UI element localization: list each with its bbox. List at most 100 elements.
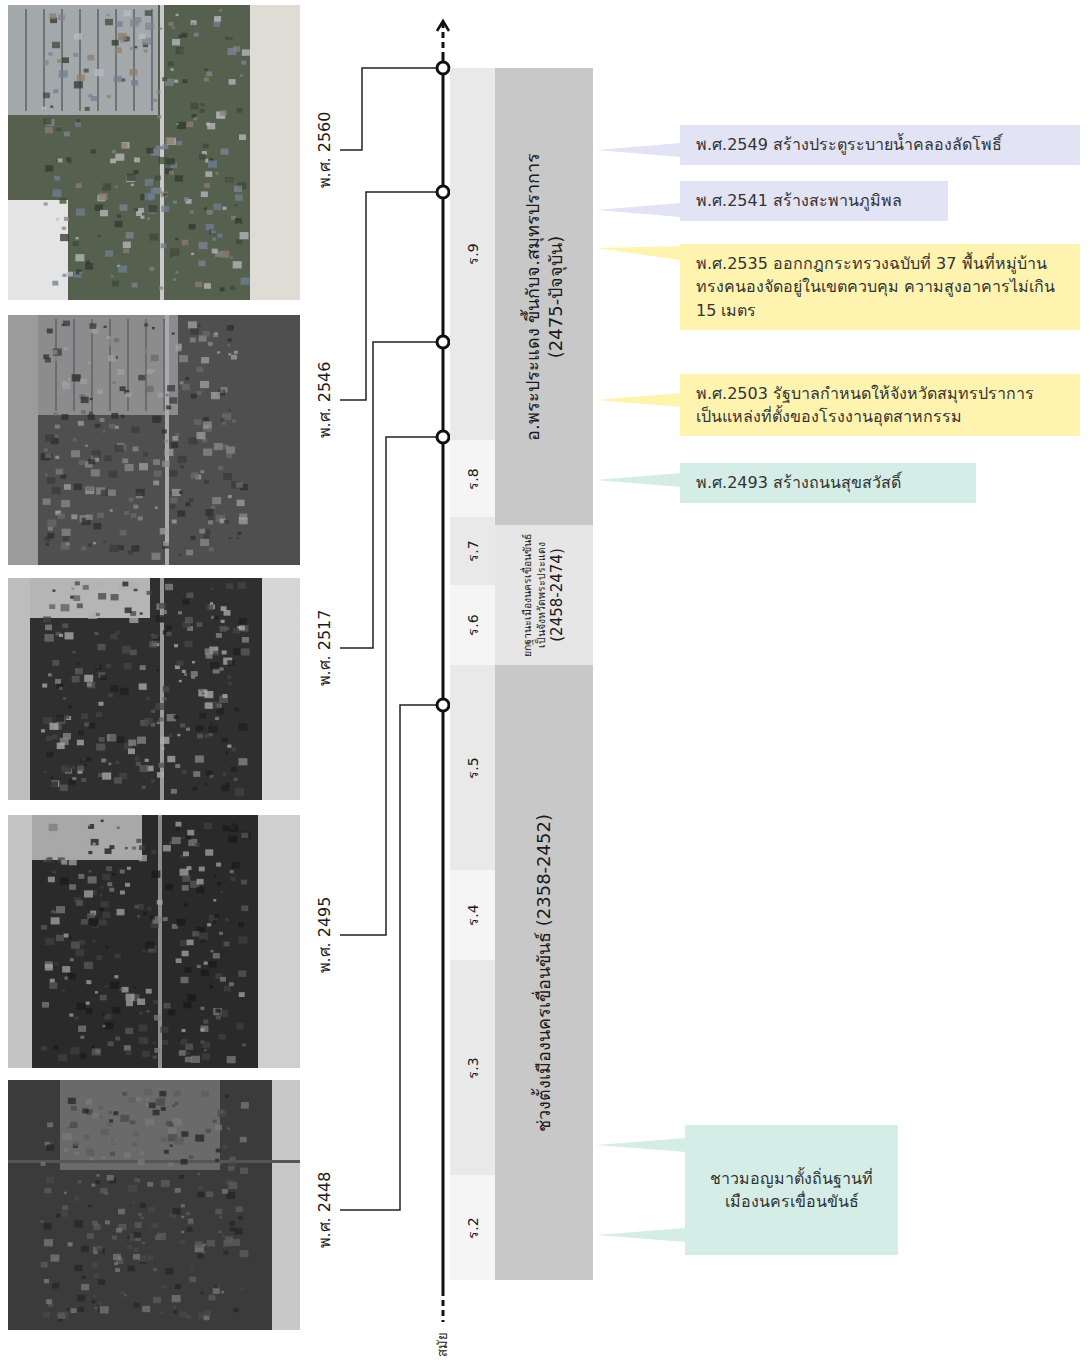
photo-texture	[59, 70, 68, 77]
photo-texture	[76, 669, 79, 671]
photo-texture	[63, 733, 71, 739]
photo-texture	[110, 634, 117, 640]
photo-texture	[172, 520, 177, 524]
photo-texture	[192, 787, 197, 791]
photo-texture	[62, 57, 69, 63]
photo-texture	[152, 416, 161, 423]
photo-texture	[161, 192, 168, 198]
photo-area	[38, 315, 178, 415]
photo-texture	[153, 1042, 156, 1044]
photo-texture	[67, 272, 73, 277]
photo-texture	[191, 1056, 200, 1063]
photo-texture	[231, 767, 237, 772]
photo-texture	[52, 1283, 59, 1289]
photo-texture	[224, 520, 229, 524]
photo-texture	[216, 708, 224, 714]
photo-texture	[97, 512, 104, 518]
photo-texture	[110, 1138, 117, 1144]
rotated-text-wrap: อ.พระประแดง ขึ้นกับจ.สมุทรปราการ(2475-ปั…	[521, 72, 568, 521]
photo-texture	[92, 451, 101, 458]
photo-texture	[214, 914, 219, 918]
photo-texture	[176, 14, 179, 16]
photo-texture	[79, 272, 82, 274]
photo-texture	[109, 471, 118, 478]
photo-texture	[62, 414, 69, 420]
photo-texture	[161, 1137, 167, 1142]
photo-texture	[46, 1177, 54, 1183]
photo-texture	[225, 918, 229, 921]
photo-texture	[220, 891, 223, 893]
photo-texture	[43, 118, 51, 124]
photo-texture	[216, 1015, 221, 1019]
photo-texture	[175, 271, 178, 273]
photo-texture	[181, 1159, 188, 1165]
photo-texture	[126, 1050, 132, 1055]
event-text: พ.ศ.2549 สร้างประตูระบายน้ำคลองลัดโพธิ์	[696, 133, 1064, 156]
photo-texture	[170, 505, 175, 509]
photo-texture	[44, 448, 48, 451]
photo-texture	[126, 1001, 133, 1007]
photo-texture	[88, 851, 92, 854]
photo-texture	[138, 1159, 145, 1165]
photo-texture	[73, 595, 80, 601]
photo-texture	[102, 874, 110, 880]
photo-texture	[44, 202, 48, 205]
photo-texture	[209, 229, 216, 235]
photo-texture	[122, 582, 128, 587]
axis-arrowhead	[437, 21, 449, 31]
photo-texture	[171, 68, 174, 70]
photo-texture	[215, 1285, 218, 1287]
photo-texture	[101, 820, 104, 822]
photo-texture	[163, 845, 171, 851]
photo-texture	[223, 773, 227, 776]
photo-texture	[74, 1017, 78, 1020]
photo-texture	[209, 985, 213, 988]
photo-texture	[79, 460, 85, 465]
photo-texture	[200, 1007, 204, 1010]
photo-texture	[168, 1127, 176, 1133]
photo-texture	[204, 480, 209, 484]
photo-texture	[157, 115, 161, 118]
photo-texture	[71, 766, 75, 769]
photo-texture	[51, 781, 58, 787]
photo-roof-line	[97, 9, 99, 111]
photo-area	[272, 1080, 300, 1330]
photo-texture	[162, 77, 167, 81]
photo-texture	[64, 1148, 68, 1151]
photo-texture	[191, 253, 194, 255]
axis-marker	[437, 186, 449, 198]
photo-texture	[172, 1208, 180, 1214]
photo-texture	[136, 762, 141, 766]
event-text: พ.ศ.2535 ออกกฎกระทรวงฉบับที่ 37 พื้นที่ห…	[696, 252, 1064, 322]
photo-texture	[107, 1175, 114, 1181]
photo-texture	[228, 495, 232, 498]
callout-pointer	[596, 473, 681, 487]
photo-texture	[168, 1010, 175, 1016]
photo-texture	[71, 1106, 77, 1111]
photo-texture	[206, 1191, 213, 1197]
photo-texture	[161, 206, 169, 212]
photo-year-label: พ.ศ. 2546	[315, 362, 334, 439]
photo-texture	[181, 1029, 185, 1032]
photo-texture	[95, 632, 99, 635]
photo-texture	[208, 1295, 215, 1301]
photo-texture	[69, 1122, 77, 1128]
photo-texture	[145, 10, 152, 16]
photo-texture	[45, 635, 54, 642]
photo-texture	[231, 747, 236, 751]
photo-texture	[125, 607, 132, 613]
photo-texture	[87, 683, 92, 687]
photo-texture	[189, 224, 196, 230]
photo-texture	[81, 713, 88, 719]
photo-texture	[116, 1228, 122, 1233]
photo-texture	[48, 877, 55, 883]
photo-texture	[240, 222, 243, 224]
photo-texture	[118, 1209, 125, 1215]
axis-label: สมัย	[435, 1332, 451, 1357]
photo-texture	[234, 186, 242, 192]
photo-texture	[169, 470, 177, 476]
photo-texture	[106, 946, 109, 948]
photo-area	[8, 315, 38, 565]
photo-texture	[186, 593, 193, 599]
photo-texture	[148, 1207, 155, 1213]
